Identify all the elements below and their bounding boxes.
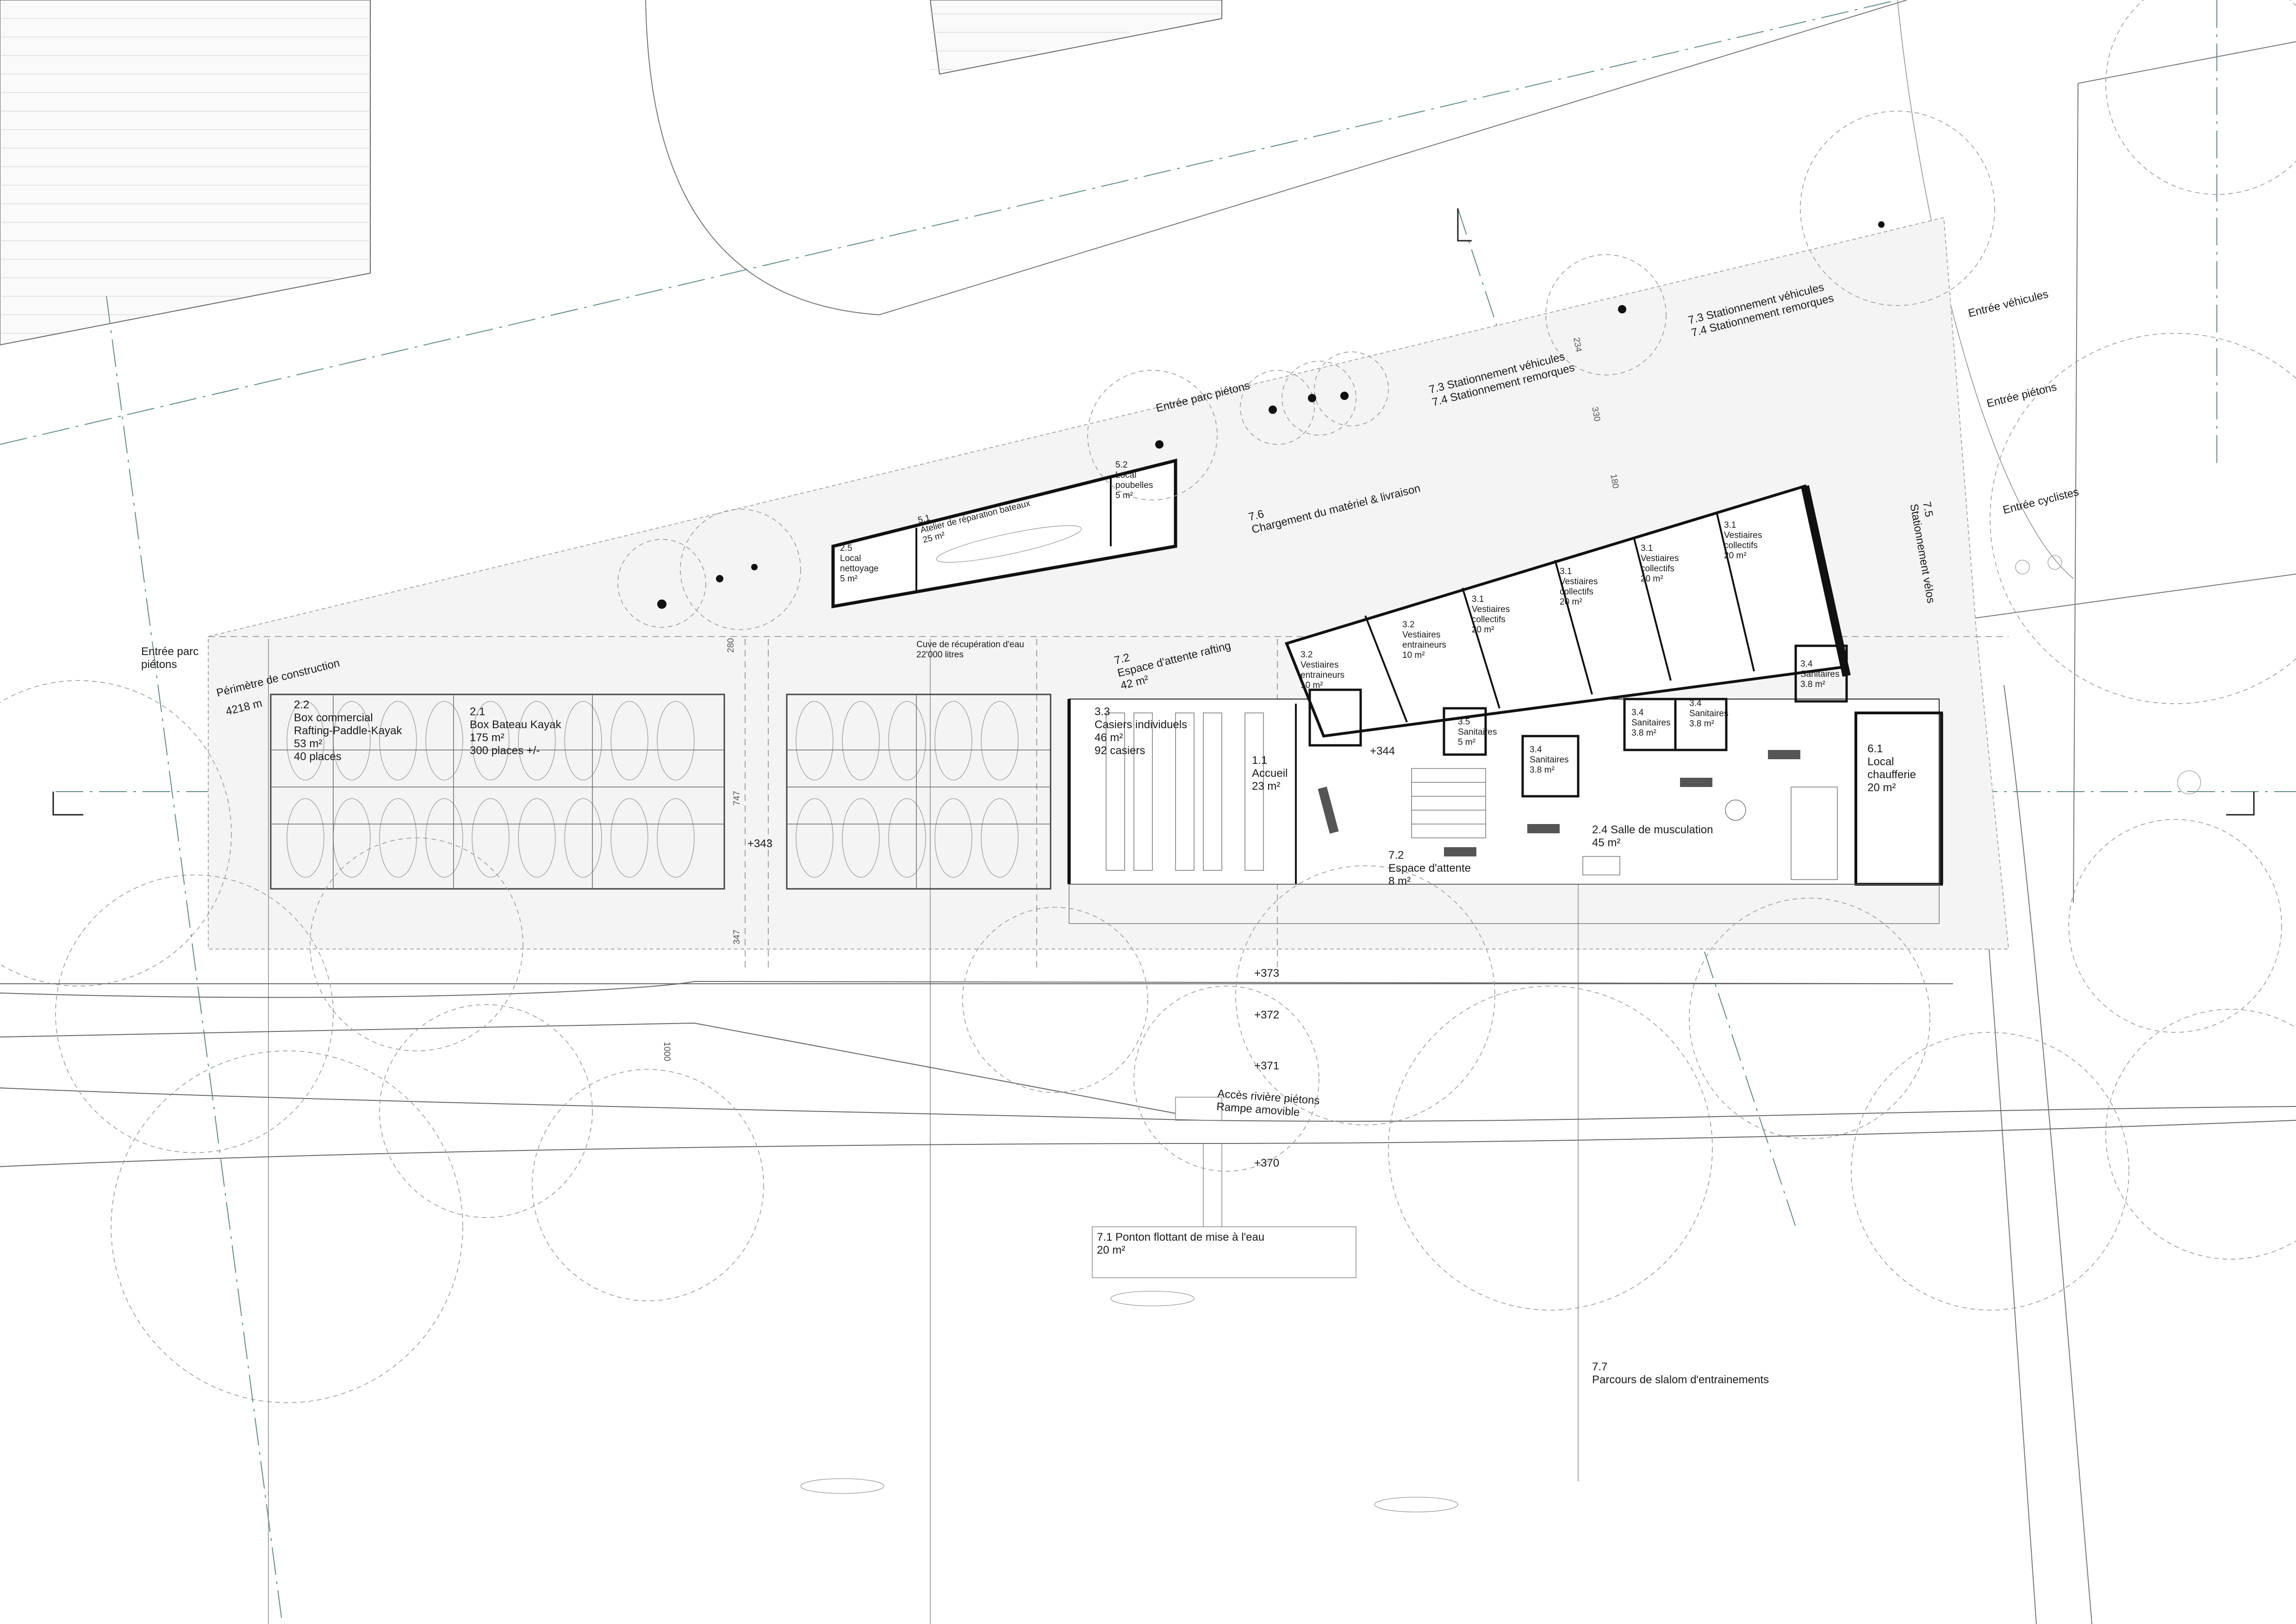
level-371: +371 xyxy=(1254,1060,1279,1072)
level-344: +344 xyxy=(1370,745,1395,757)
level-343: +343 xyxy=(747,837,772,850)
neighbour-building-top xyxy=(929,0,1222,75)
tree-trunks xyxy=(657,221,1885,609)
dim-280: 280 xyxy=(726,638,736,653)
label-entree-pietons: Entrée piétons xyxy=(1985,381,2058,410)
label-entree-vehicules: Entrée véhicules xyxy=(1967,288,2050,320)
main-building xyxy=(1067,484,1943,924)
neighbour-building-left xyxy=(0,0,371,346)
boat-storage-blocks xyxy=(270,693,1052,890)
level-370: +370 xyxy=(1254,1157,1279,1169)
dim-347: 347 xyxy=(732,930,742,944)
dim-1000: 1000 xyxy=(662,1042,672,1061)
dim-747: 747 xyxy=(732,791,742,806)
level-372: +372 xyxy=(1254,1009,1279,1021)
level-373: +373 xyxy=(1254,967,1279,980)
label-acces-riviere: Accès rivière piétonsRampe amovible xyxy=(1216,1087,1320,1120)
kayak-symbols xyxy=(800,555,2201,1512)
trees xyxy=(0,0,2296,1403)
workshop-block xyxy=(831,458,1177,609)
